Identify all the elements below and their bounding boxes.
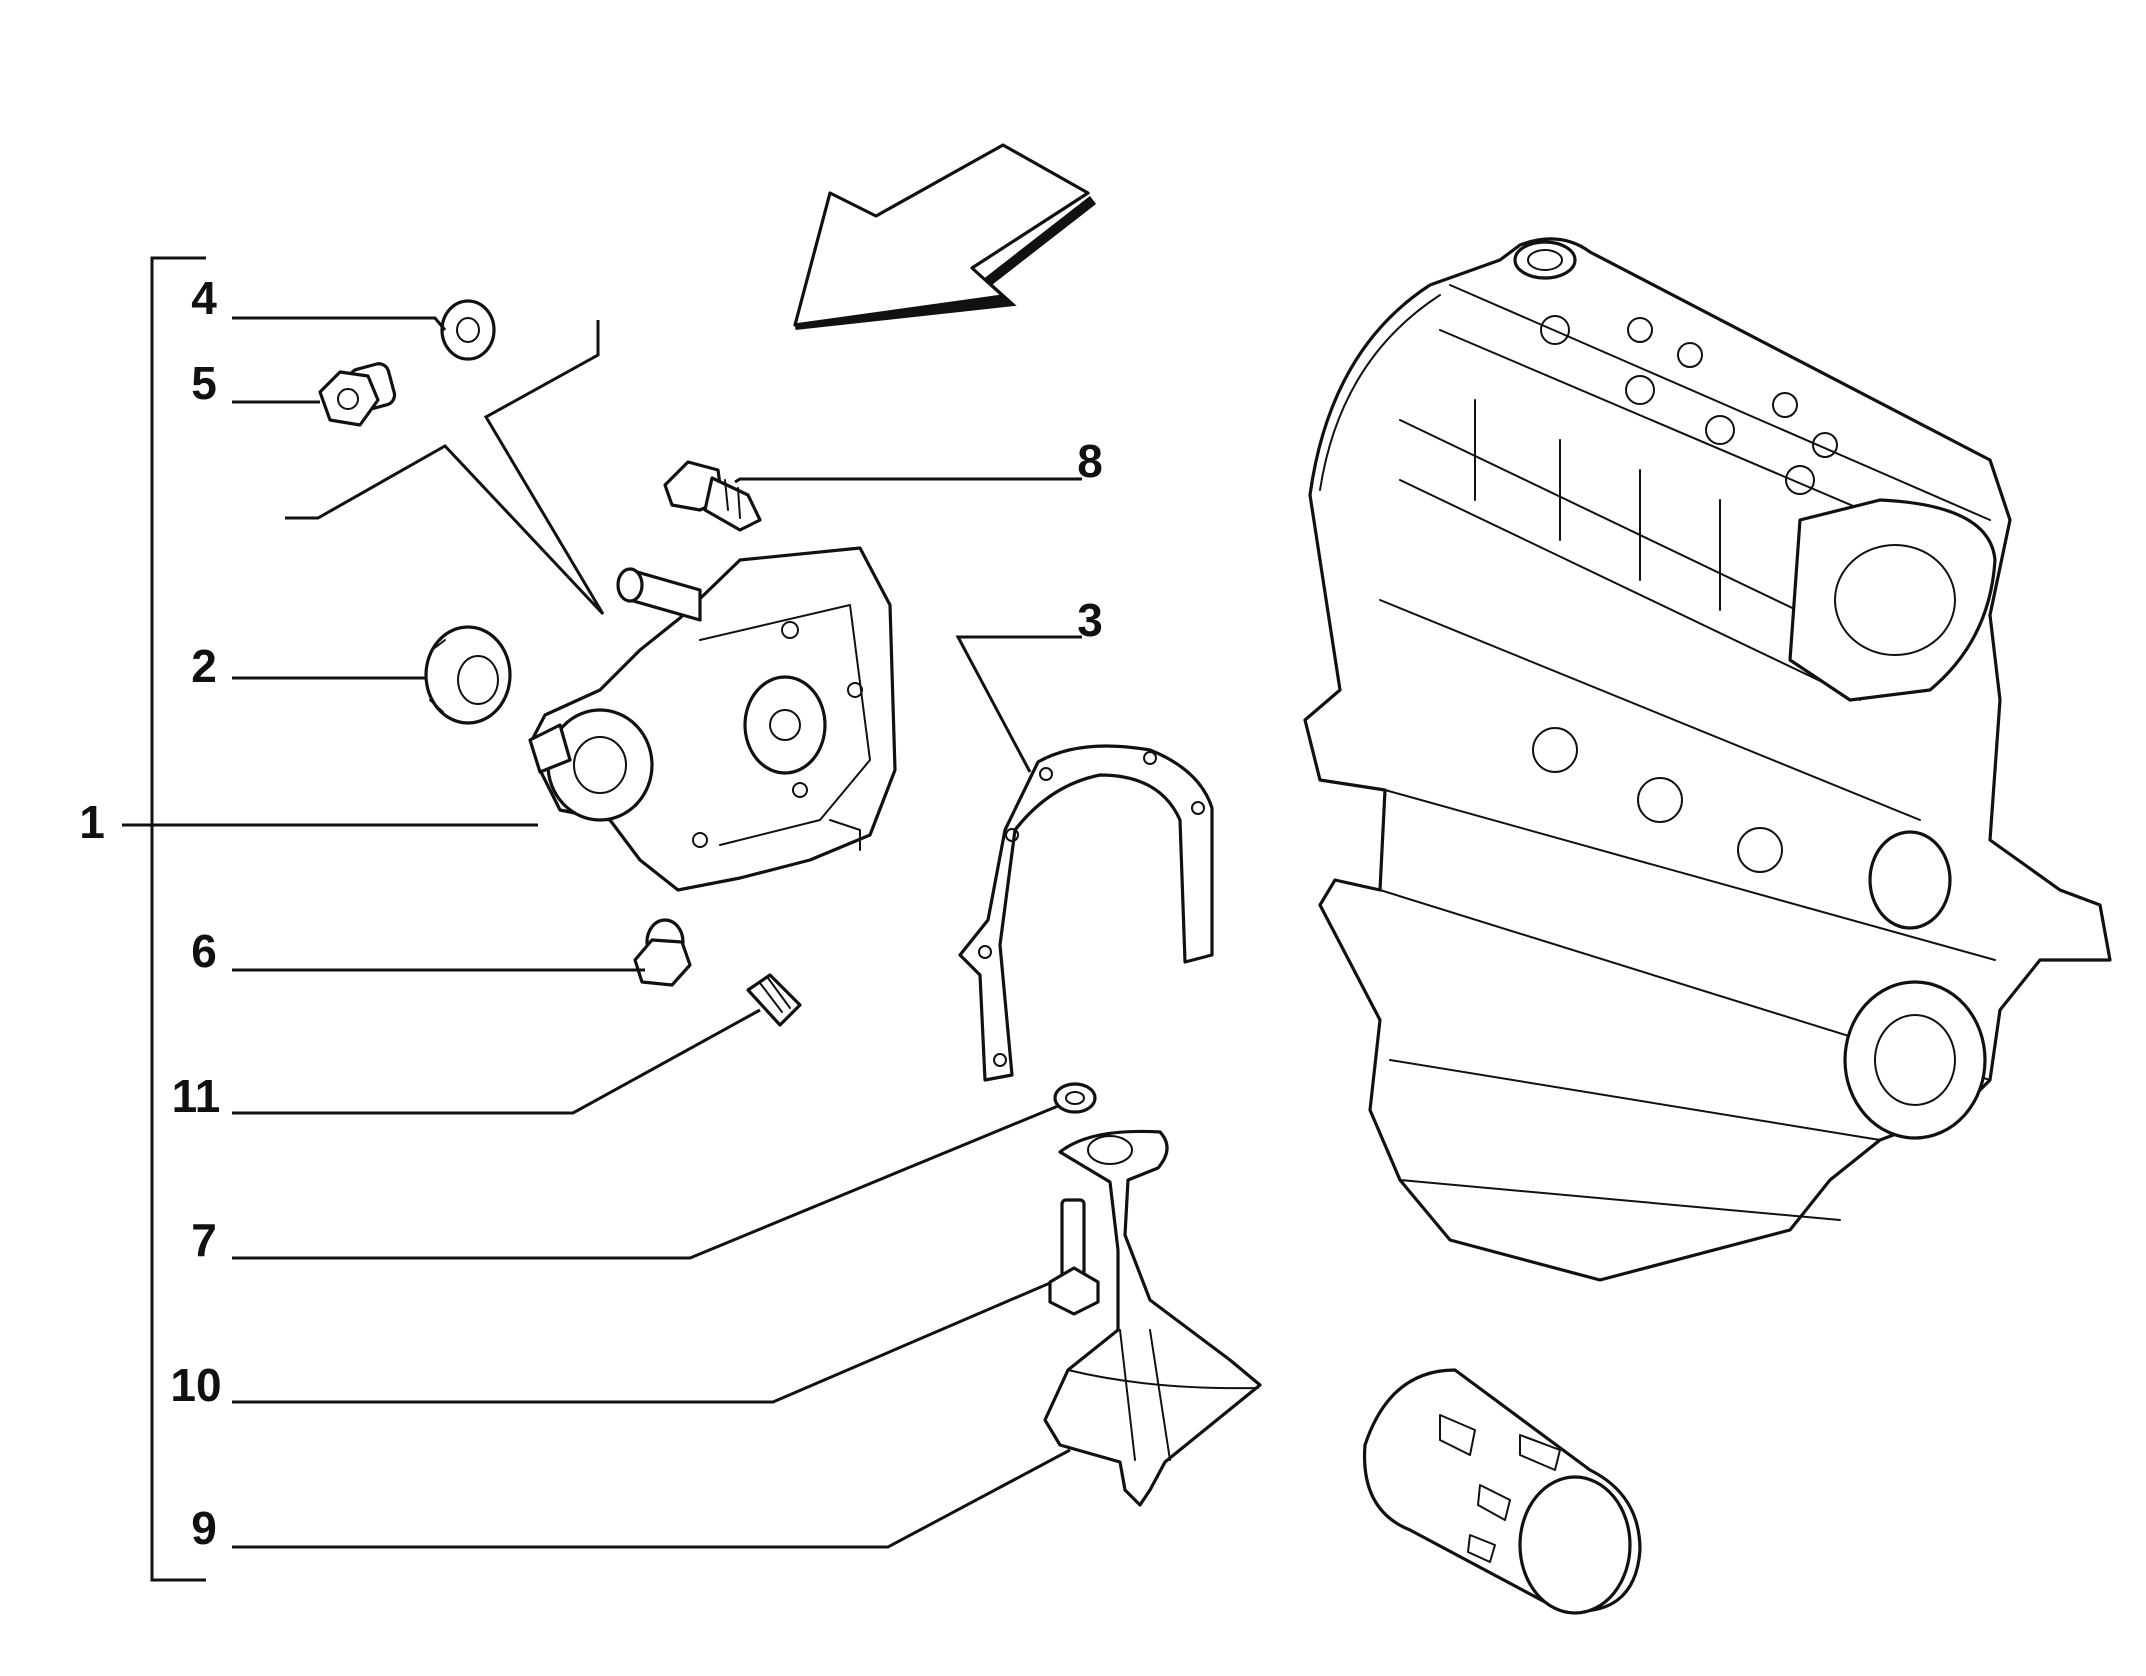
oil-filter-drawing <box>1362 1368 1642 1615</box>
part-bolt-5 <box>318 362 397 427</box>
callout-label-6: 6 <box>191 925 217 977</box>
leader-line-4 <box>232 316 447 331</box>
leader-line-7 <box>232 1104 1059 1260</box>
leader-line-3 <box>955 635 1082 773</box>
part-stud-8 <box>663 460 762 532</box>
callout-label-8: 8 <box>1077 435 1103 487</box>
leader-line-8 <box>734 477 1082 484</box>
direction-arrow <box>793 143 1097 330</box>
callout-label-4: 4 <box>191 272 217 324</box>
part-washer-7 <box>1053 1082 1097 1114</box>
part-seal-2 <box>424 625 512 725</box>
part-strainer-9 <box>1043 1129 1262 1507</box>
part-bolt-10 <box>1048 1198 1100 1316</box>
part-gasket-3 <box>958 744 1214 1082</box>
callout-label-9: 9 <box>191 1502 217 1554</box>
callout-label-2: 2 <box>191 640 217 692</box>
leader-line-1-alt-b <box>483 320 605 615</box>
leader-line-9 <box>232 1448 1071 1549</box>
callout-label-1: 1 <box>79 796 105 848</box>
part-stud-11 <box>746 973 802 1027</box>
part-plug-6 <box>633 918 692 987</box>
callout-label-10: 10 <box>170 1359 221 1411</box>
leader-line-11 <box>232 1008 761 1115</box>
callout-label-7: 7 <box>191 1214 217 1266</box>
part-washer-4 <box>440 299 496 361</box>
callout-label-5: 5 <box>191 357 217 409</box>
engine-block-drawing <box>1303 237 2112 1282</box>
leader-line-1-alt-a <box>285 444 605 616</box>
callout-label-11: 11 <box>172 1070 221 1122</box>
leader-line-10 <box>232 1281 1051 1404</box>
part-oil-pump-1 <box>528 546 897 892</box>
group-bracket <box>150 256 206 1582</box>
callout-label-3: 3 <box>1077 594 1103 646</box>
